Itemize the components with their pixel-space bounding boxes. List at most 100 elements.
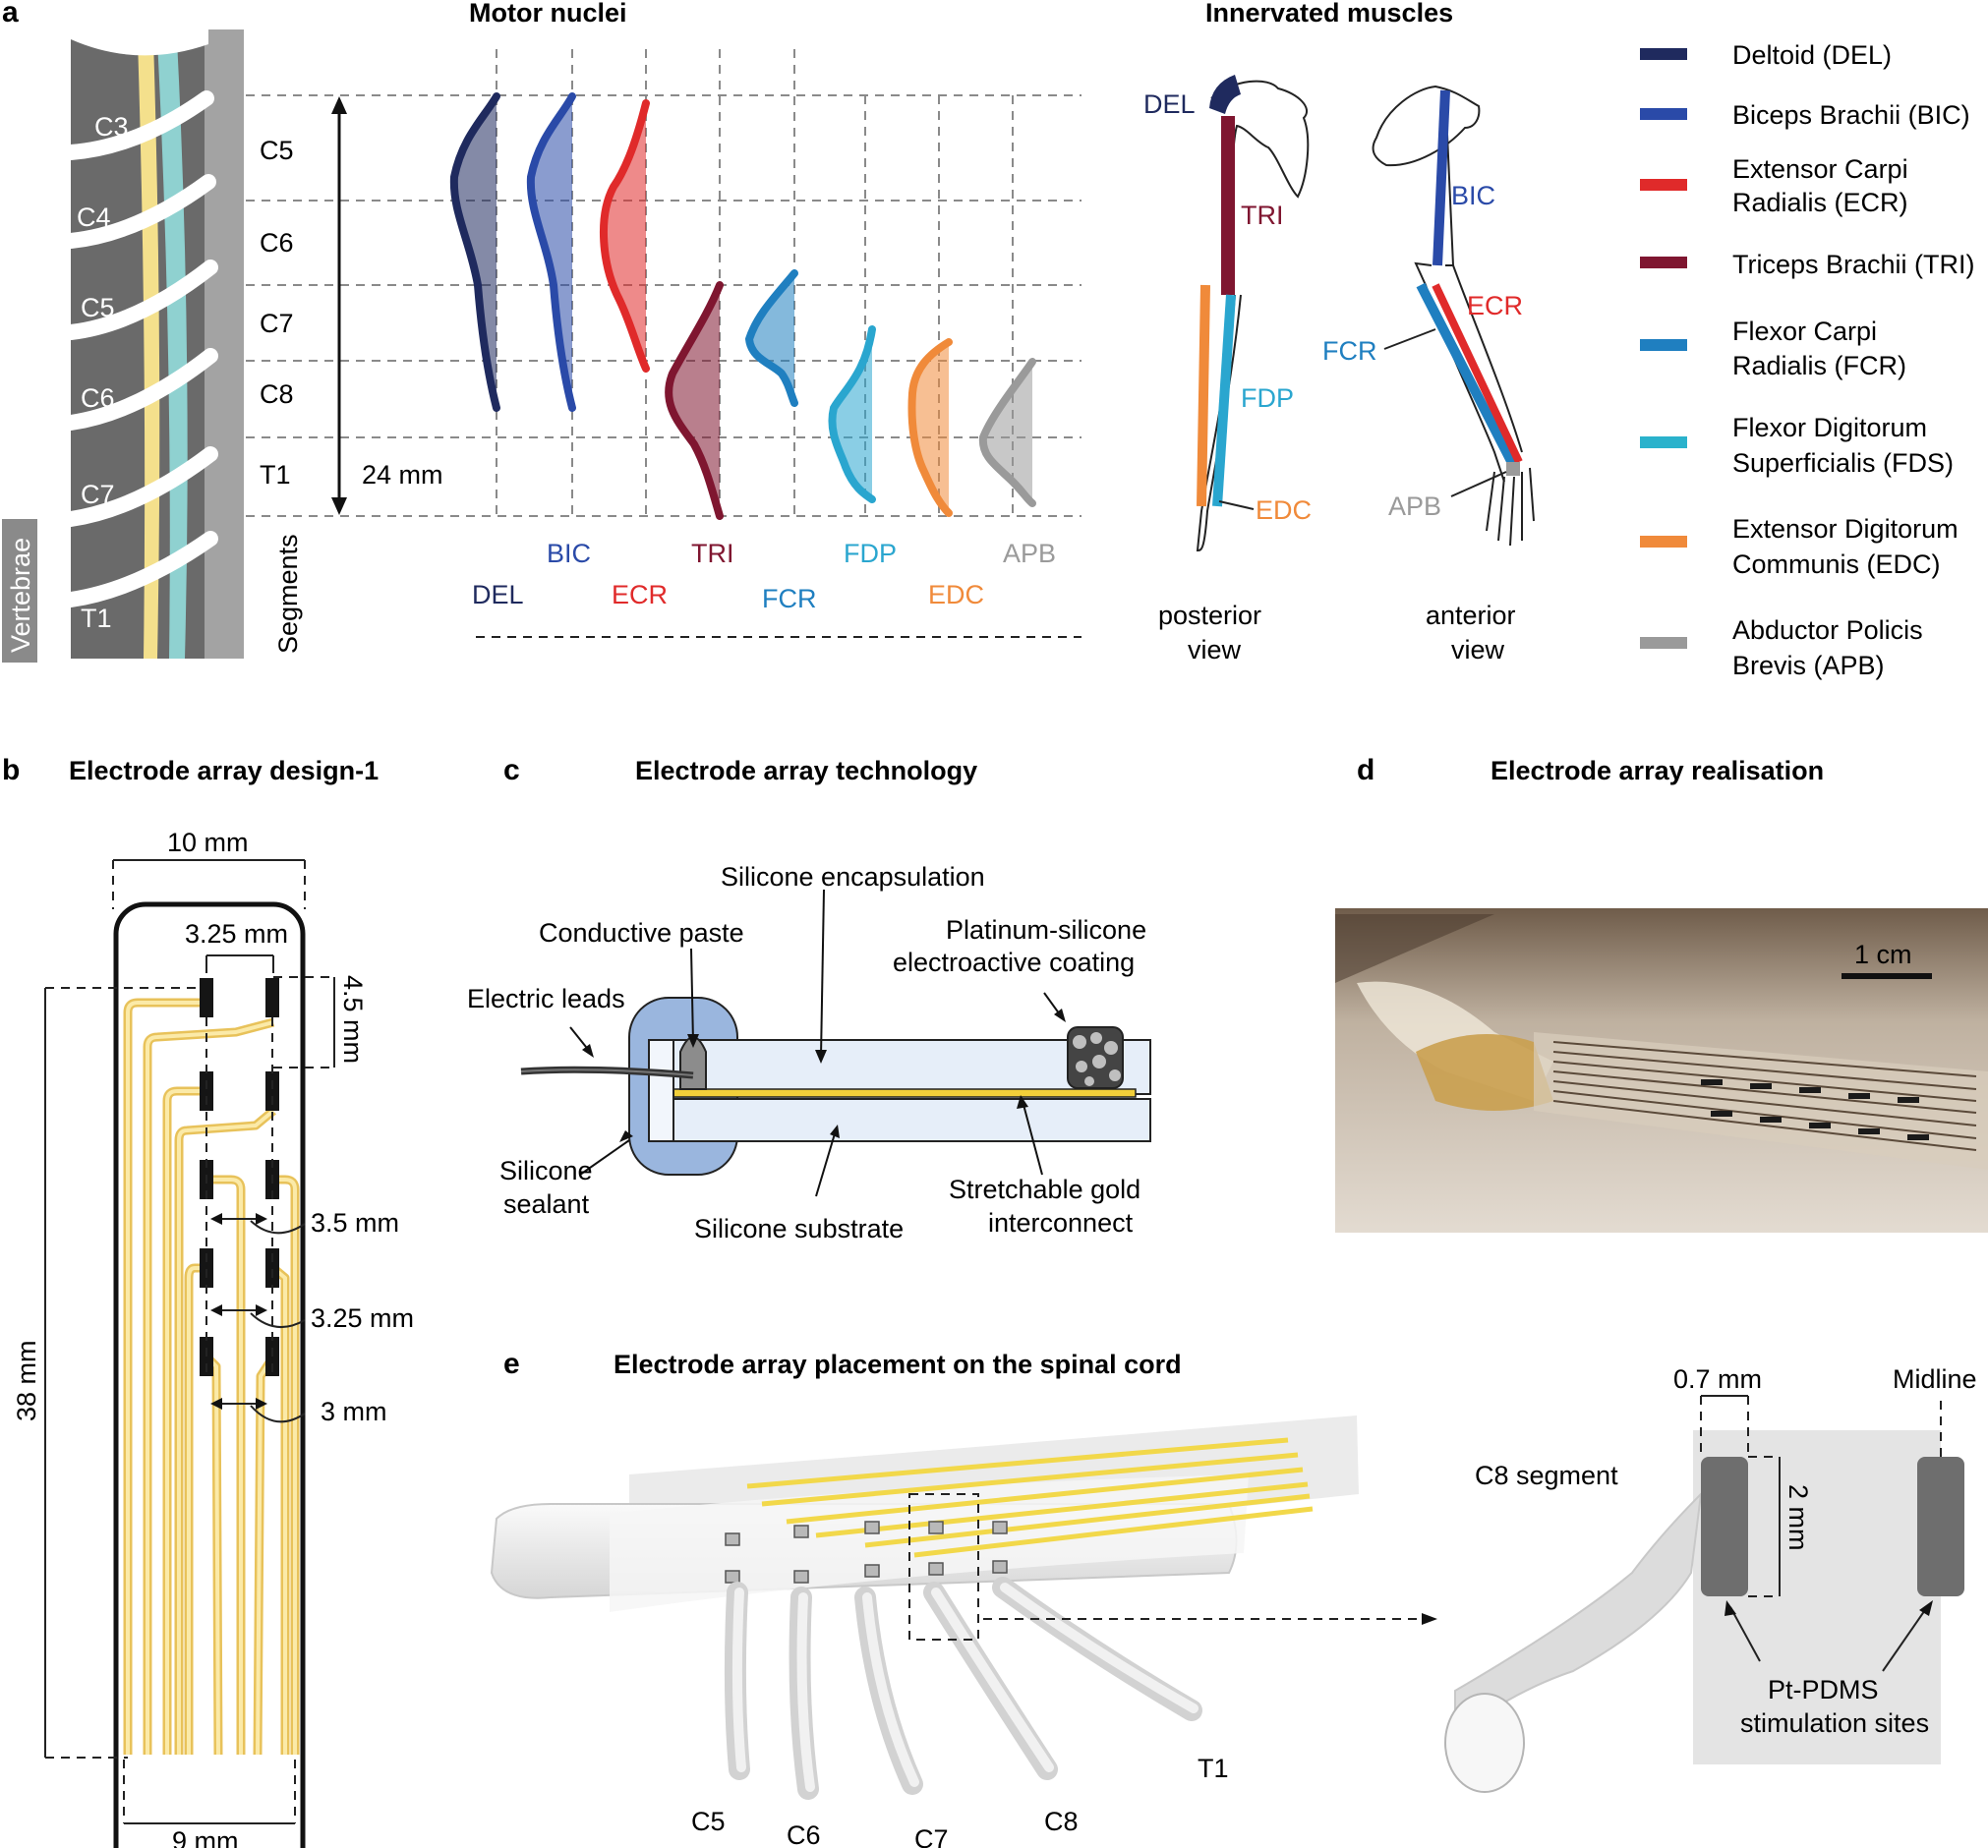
vertebra-label: C7	[81, 480, 115, 509]
panel-d: d Electrode array realisation	[1335, 754, 1988, 1233]
posterior-label-tri: TRI	[1241, 201, 1284, 230]
stimulation-site	[1701, 1457, 1748, 1596]
segment-label: C6	[260, 228, 294, 258]
stimulation-site	[1917, 1457, 1964, 1596]
innervated-muscles-title: Innervated muscles	[1205, 0, 1453, 28]
callout-leads: Electric leads	[467, 984, 625, 1013]
span-arrow	[331, 96, 347, 515]
legend-swatch	[1640, 179, 1687, 191]
anterior-arm-illustration	[1372, 85, 1535, 547]
legend-swatch	[1640, 108, 1687, 120]
root-label-t1: T1	[1198, 1754, 1229, 1783]
dim-gap-3: 3 mm	[321, 1397, 387, 1426]
panel-c: c Electrode array technology	[467, 754, 1151, 1243]
root-label-c8: C8	[1044, 1807, 1079, 1836]
zoom-segment-label: C8 segment	[1475, 1461, 1618, 1490]
legend-entry: Radialis (ECR)	[1732, 188, 1908, 217]
dim-pitch-top: 3.25 mm	[185, 919, 288, 949]
anterior-label-bic: BIC	[1451, 181, 1495, 210]
root-label-c7: C7	[914, 1824, 949, 1848]
segment-label: C8	[260, 379, 294, 409]
panel-d-label: d	[1357, 754, 1374, 786]
segment-label: C7	[260, 309, 294, 338]
anterior-view-label-2: view	[1451, 635, 1505, 664]
dim-gap-1: 3.5 mm	[311, 1208, 399, 1238]
nucleus-label-apb: APB	[1003, 539, 1056, 568]
legend-entry: Brevis (APB)	[1732, 651, 1885, 680]
nucleus-label-fdp: FDP	[844, 539, 897, 568]
panel-d-title: Electrode array realisation	[1491, 756, 1824, 785]
callout-substrate: Silicone substrate	[694, 1214, 904, 1243]
posterior-label-del: DEL	[1143, 89, 1196, 119]
callout-encapsulation: Silicone encapsulation	[721, 862, 985, 892]
nucleus-label-del: DEL	[472, 580, 524, 609]
zoomed-segment	[1444, 1395, 1964, 1793]
panel-c-title: Electrode array technology	[635, 756, 977, 785]
zoom-height-label: 2 mm	[1783, 1484, 1813, 1551]
segment-grid	[246, 49, 1082, 638]
dim-gap-2: 3.25 mm	[311, 1303, 414, 1333]
gold-interconnect-shape	[672, 1088, 1137, 1098]
legend-swatch	[1640, 637, 1687, 649]
panel-e: e Electrode array placement on the spina…	[490, 1348, 1977, 1848]
panel-e-label: e	[503, 1348, 520, 1380]
vertebra-label: C3	[94, 112, 129, 142]
anterior-label-fcr: FCR	[1322, 336, 1377, 366]
span-label: 24 mm	[362, 460, 443, 490]
vertebrae-tag	[2, 519, 37, 663]
muscle-legend: Deltoid (DEL) Biceps Brachii (BIC) Exten…	[1640, 40, 1975, 680]
nucleus-label-ecr: ECR	[612, 580, 668, 609]
gold-interconnects	[123, 998, 300, 1756]
legend-entry: Extensor Digitorum	[1732, 514, 1959, 544]
vertebra-label: T1	[81, 604, 112, 633]
motor-nuclei-profiles	[449, 92, 1036, 520]
panel-c-label: c	[503, 754, 520, 786]
platinum-coating-shape	[1067, 1026, 1124, 1089]
posterior-label-fdp: FDP	[1241, 383, 1294, 413]
callout-paste: Conductive paste	[539, 918, 744, 948]
anterior-view-label-1: anterior	[1426, 601, 1516, 630]
callout-arrowheads	[582, 1009, 1066, 1142]
legend-entry: Extensor Carpi	[1732, 154, 1908, 184]
callout-coating-2: electroactive coating	[893, 948, 1135, 977]
panel-b-label: b	[2, 754, 20, 786]
callout-gold-1: Stretchable gold	[949, 1175, 1140, 1204]
panel-a-label: a	[2, 0, 19, 29]
posterior-arm-illustration	[1196, 75, 1310, 552]
callout-coating-1: Platinum-silicone	[946, 915, 1146, 945]
array-photo	[1335, 908, 1988, 1233]
scale-bar	[1842, 973, 1932, 979]
nucleus-label-tri: TRI	[691, 539, 734, 568]
electrode-pads	[200, 978, 279, 1376]
legend-entry: Deltoid (DEL)	[1732, 40, 1892, 70]
zoom-region	[908, 1493, 979, 1641]
vertebral-column	[63, 29, 244, 659]
legend-entry: Biceps Brachii (BIC)	[1732, 100, 1970, 130]
vertebrae-axis-label: Vertebrae	[6, 538, 35, 653]
zoom-sites-label-1: Pt-PDMS	[1768, 1675, 1879, 1704]
legend-swatch	[1640, 436, 1687, 448]
segment-label: C5	[260, 136, 294, 165]
posterior-view-label-2: view	[1188, 635, 1242, 664]
callout-sealant-2: sealant	[503, 1189, 590, 1219]
posterior-label-edc: EDC	[1256, 495, 1312, 525]
root-label-c5: C5	[691, 1807, 726, 1836]
silicone-substrate-shape	[672, 1098, 1151, 1142]
panel-b-title: Electrode array design-1	[69, 756, 379, 785]
spinal-cord-render	[490, 1415, 1437, 1800]
legend-entry: Superficialis (FDS)	[1732, 448, 1954, 478]
nucleus-label-edc: EDC	[928, 580, 984, 609]
gap-arrows	[210, 1213, 306, 1423]
panel-a: a C3 C4 C5 C6 C7 T1 Vertebrae	[2, 0, 1975, 680]
legend-entry: Communis (EDC)	[1732, 549, 1941, 579]
legend-swatch	[1640, 339, 1687, 351]
zoom-width-label: 0.7 mm	[1673, 1364, 1762, 1394]
callout-sealant-1: Silicone	[499, 1156, 593, 1185]
panel-b: b Electrode array design-1 10 mm 3.25 mm…	[2, 754, 414, 1848]
segments-axis-label: Segments	[273, 534, 303, 654]
posterior-view-label-1: posterior	[1158, 601, 1261, 630]
legend-entry: Abductor Policis	[1732, 615, 1923, 645]
root-label-c6: C6	[787, 1820, 821, 1848]
dim-row-gap: 4.5 mm	[338, 975, 368, 1064]
